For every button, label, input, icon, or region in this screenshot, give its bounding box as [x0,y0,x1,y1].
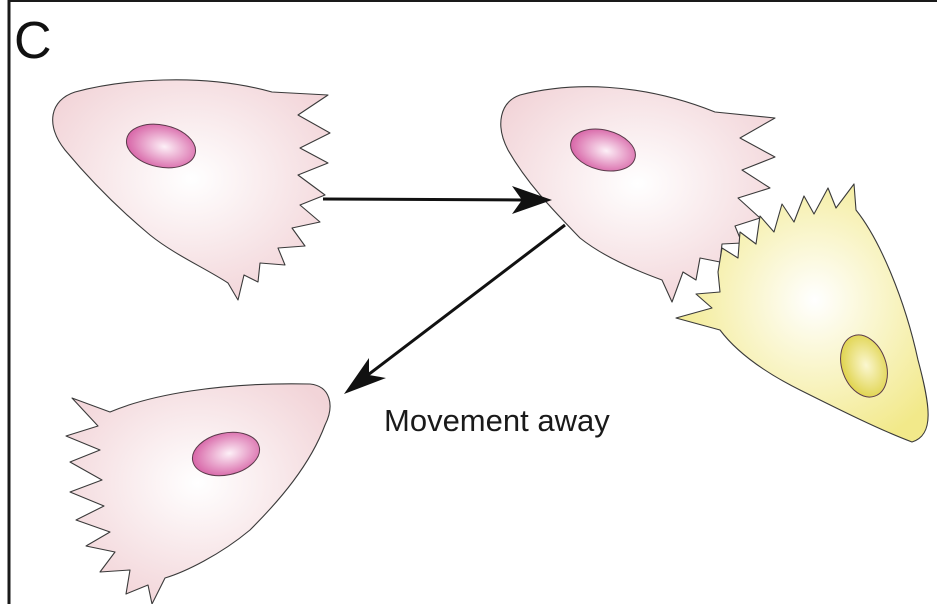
arrow-approach [323,186,552,214]
cell-1-initial [53,80,330,300]
panel-letter: C [14,12,52,70]
cell-3-moved-away [66,384,330,604]
caption-movement-away: Movement away [384,403,610,438]
arrow-movement-away [344,225,565,394]
